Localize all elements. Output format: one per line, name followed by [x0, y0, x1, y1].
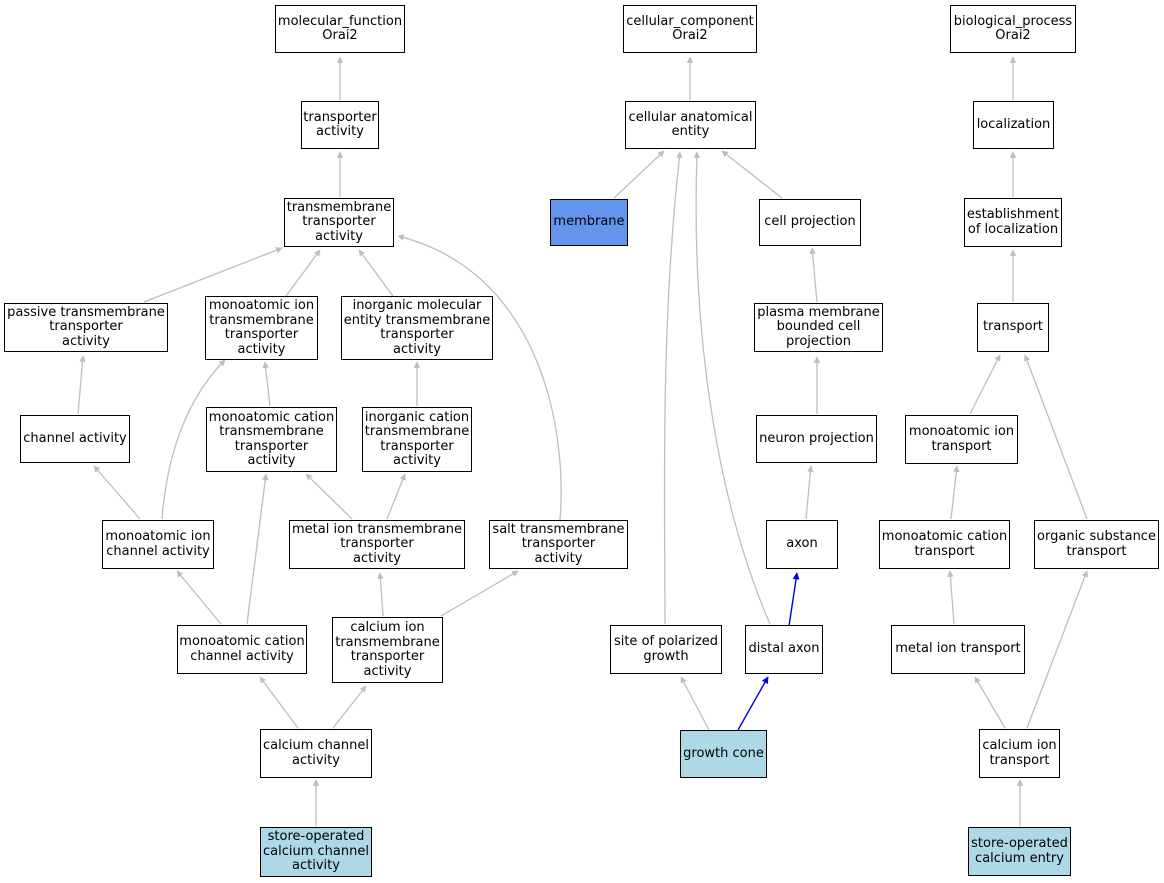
edge-growthcone-to-polarized: [680, 676, 710, 731]
edge-calcium-tm-to-salt: [440, 570, 519, 617]
node-cellular-anatomical-entity[interactable]: cellular anatomical entity: [625, 101, 756, 149]
node-organic-substance-transport[interactable]: organic substance transport: [1034, 520, 1159, 569]
edge-ionchannel-to-monoion-tm: [161, 359, 226, 520]
node-inorganic-molecular-entity-transmembrane-transporter-activity[interactable]: inorganic molecular entity transmembrane…: [341, 296, 493, 360]
node-calcium-ion-transmembrane-transporter-activity[interactable]: calcium ion transmembrane transporter ac…: [332, 617, 443, 683]
edge-distal-to-axon: [788, 572, 800, 627]
node-growth-cone[interactable]: growth cone: [680, 730, 767, 778]
edge-calcium-transport-to-metal-transport: [974, 676, 1006, 729]
node-molecular-function-root[interactable]: molecular_function Orai2: [275, 5, 405, 53]
edge-membrane-to-anatomical: [613, 150, 665, 199]
edge-metal-tm-to-monocation-tm: [305, 473, 353, 520]
node-cell-projection[interactable]: cell projection: [759, 199, 861, 246]
node-channel-activity[interactable]: channel activity: [20, 415, 130, 463]
node-transport[interactable]: transport: [977, 303, 1049, 352]
node-localization[interactable]: localization: [973, 101, 1054, 149]
node-store-operated-calcium-channel-activity[interactable]: store-operated calcium channel activity: [260, 827, 372, 877]
edge-cationchannel-to-monocation-tm: [246, 473, 269, 625]
node-metal-ion-transmembrane-transporter-activity[interactable]: metal ion transmembrane transporter acti…: [289, 520, 465, 569]
edge-cationchannel-to-ionchannel: [176, 570, 222, 625]
edge-monocation-transport-to-monoion-transport: [950, 465, 960, 520]
node-monoatomic-ion-transport[interactable]: monoatomic ion transport: [905, 415, 1018, 464]
edge-salt-to-tm: [397, 234, 562, 521]
edge-pmproj-to-cellproj: [809, 247, 818, 303]
node-monoatomic-cation-transport[interactable]: monoatomic cation transport: [879, 520, 1010, 569]
edge-polarized-to-anatomical: [663, 151, 683, 625]
edge-monocation-tm-to-monoion-tm: [262, 361, 271, 407]
node-neuron-projection[interactable]: neuron projection: [756, 415, 877, 463]
edge-axon-to-neuronproj: [805, 465, 814, 520]
node-monoatomic-ion-channel-activity[interactable]: monoatomic ion channel activity: [102, 520, 214, 569]
node-biological-process-root[interactable]: biological_process Orai2: [950, 5, 1076, 53]
node-membrane[interactable]: membrane: [550, 199, 628, 246]
edge-calcium-tm-to-metal-tm: [377, 572, 384, 617]
node-monoatomic-ion-transmembrane-transporter-activity[interactable]: monoatomic ion transmembrane transporter…: [205, 296, 318, 360]
edge-calcium-transport-to-organic: [1026, 570, 1088, 729]
node-plasma-membrane-bounded-cell-projection[interactable]: plasma membrane bounded cell projection: [754, 303, 883, 352]
edge-monoion-to-tm: [285, 249, 321, 297]
edge-calchannel-to-calcium-tm: [332, 685, 367, 729]
edge-ionchannel-to-channel: [93, 465, 141, 520]
node-inorganic-cation-transmembrane-transporter-activity[interactable]: inorganic cation transmembrane transport…: [362, 407, 472, 472]
node-salt-transmembrane-transporter-activity[interactable]: salt transmembrane transporter activity: [489, 520, 628, 569]
edge-passive-to-tm: [143, 247, 283, 303]
node-establishment-of-localization[interactable]: establishment of localization: [964, 198, 1062, 247]
node-metal-ion-transport[interactable]: metal ion transport: [891, 625, 1025, 674]
edge-metal-transport-to-monocation-transport: [947, 570, 955, 625]
edge-growthcone-to-distal: [737, 676, 769, 731]
node-cellular-component-root[interactable]: cellular_component Orai2: [623, 5, 757, 53]
node-site-of-polarized-growth[interactable]: site of polarized growth: [610, 625, 722, 674]
edge-inorganic-mol-to-tm: [358, 249, 394, 297]
edge-metal-tm-to-inorganic-cation: [386, 473, 406, 520]
edge-monoion-transport-to-transport: [969, 354, 1001, 415]
node-monoatomic-cation-transmembrane-transporter-activity[interactable]: monoatomic cation transmembrane transpor…: [206, 407, 337, 472]
edge-distal-to-anatomical: [693, 151, 771, 625]
edge-calchannel-to-cationchannel: [259, 676, 299, 729]
node-axon[interactable]: axon: [766, 520, 838, 569]
edge-cellproj-to-anatomical: [721, 150, 783, 199]
node-store-operated-calcium-entry[interactable]: store-operated calcium entry: [968, 827, 1071, 876]
node-calcium-ion-transport[interactable]: calcium ion transport: [979, 729, 1060, 778]
node-calcium-channel-activity[interactable]: calcium channel activity: [260, 729, 372, 778]
node-passive-transmembrane-transporter-activity[interactable]: passive transmembrane transporter activi…: [4, 303, 168, 352]
node-distal-axon[interactable]: distal axon: [745, 625, 823, 674]
edge-channel-to-passive: [77, 355, 86, 415]
edge-organic-to-transport: [1024, 354, 1088, 520]
node-transporter-activity[interactable]: transporter activity: [301, 101, 379, 149]
node-monoatomic-cation-channel-activity[interactable]: monoatomic cation channel activity: [177, 625, 307, 674]
node-transmembrane-transporter-activity[interactable]: transmembrane transporter activity: [284, 198, 394, 247]
